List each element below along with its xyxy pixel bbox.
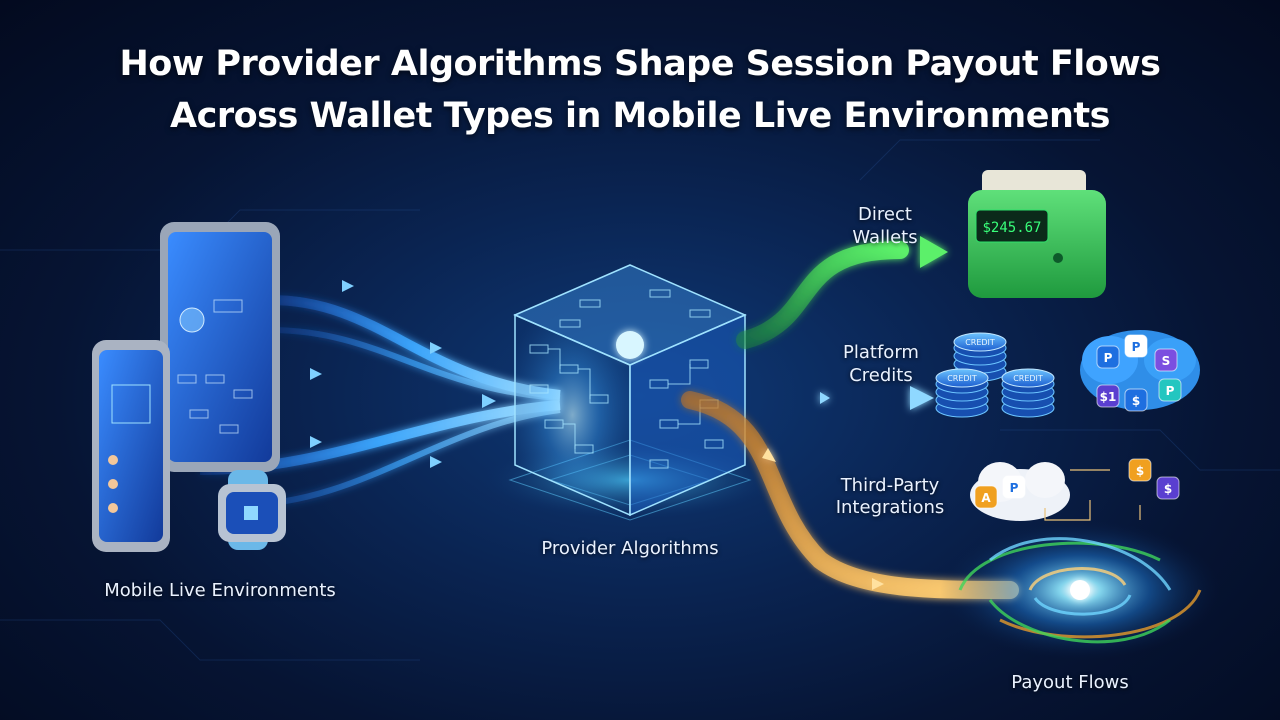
credit-coin-stack: CREDIT (1001, 368, 1055, 418)
app-icon-glyph: $1 (1100, 390, 1117, 404)
label-third-party-integrations: Third-Party Integrations (835, 475, 945, 518)
app-icon-glyph: $ (1164, 482, 1172, 496)
platform-credit-coins: CREDIT CREDIT CREDIT (935, 332, 1055, 418)
blue-platform-credit-stream (745, 386, 934, 410)
provider-algorithm-cube (513, 264, 747, 517)
orange-third-party-stream (681, 391, 1019, 599)
platform-app-icons: P P S $1 $ P (1096, 334, 1182, 412)
blue-arrowheads-left (310, 280, 496, 468)
third-party-app-icons: A P $ $ (974, 458, 1180, 509)
app-icon: P (1124, 334, 1148, 358)
title-line-1: How Provider Algorithms Shape Session Pa… (119, 44, 1161, 84)
credit-coin-stack: CREDIT (935, 368, 989, 418)
payout-vortex (940, 520, 1220, 660)
app-icon-glyph: $ (1132, 394, 1140, 408)
app-icon: $ (1124, 388, 1148, 412)
coin-label: CREDIT (965, 338, 995, 347)
app-icon-glyph: A (981, 491, 991, 505)
app-icon: P (1096, 345, 1120, 369)
page-title: How Provider Algorithms Shape Session Pa… (0, 38, 1280, 142)
green-direct-wallet-stream (736, 236, 948, 349)
app-icon-glyph: P (1132, 340, 1141, 354)
app-icon-glyph: S (1162, 354, 1171, 368)
label-platform-credits: Platform Credits (843, 342, 919, 386)
app-icon-glyph: P (1104, 351, 1113, 365)
coin-label: CREDIT (1013, 374, 1043, 383)
app-icon: $ (1128, 458, 1152, 482)
tablet-device (160, 222, 280, 472)
label-payout-flows: Payout Flows (1011, 672, 1129, 693)
label-direct-wallets: Direct Wallets (852, 204, 918, 248)
label-mobile-live-environments: Mobile Live Environments (104, 580, 336, 601)
third-party-connectors (1044, 469, 1141, 521)
app-icon: $ (1156, 476, 1180, 500)
smartwatch-device (218, 470, 286, 550)
wallet-balance: $245.67 (982, 220, 1041, 236)
app-icon: P (1002, 475, 1026, 499)
app-icon: $1 (1096, 384, 1120, 408)
title-line-2: Across Wallet Types in Mobile Live Envir… (170, 96, 1111, 136)
app-icon-glyph: P (1010, 481, 1019, 495)
smartphone-device (92, 340, 170, 552)
coin-label: CREDIT (947, 374, 977, 383)
app-icon: S (1154, 348, 1178, 372)
label-provider-algorithms: Provider Algorithms (541, 538, 719, 559)
app-icon-glyph: $ (1136, 464, 1144, 478)
app-icon-glyph: P (1166, 384, 1175, 398)
app-icon: A (974, 485, 998, 509)
direct-wallet-icon: $245.67 (968, 170, 1106, 298)
app-icon: P (1158, 378, 1182, 402)
